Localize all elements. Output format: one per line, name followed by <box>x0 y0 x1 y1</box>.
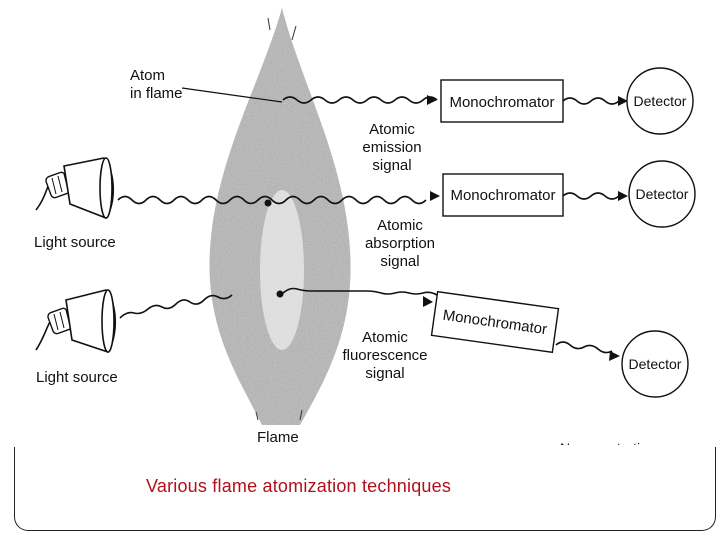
caption-text: Various flame atomization techniques <box>146 476 452 496</box>
detector-3: Detector <box>621 330 689 398</box>
lamp-icon <box>35 157 115 219</box>
atom-leader-line <box>181 87 283 103</box>
detector-3-label: Detector <box>629 356 682 372</box>
absorption-signal-label-1: Atomic <box>377 217 423 234</box>
emission-signal-label-1: Atomic <box>369 121 415 138</box>
lamp-icon <box>35 289 117 353</box>
monochromator-3: Monochromator <box>430 290 560 354</box>
monochromator-2: Monochromator <box>442 173 564 217</box>
atom-label-line1: Atom <box>130 67 165 84</box>
fluorescence-signal-label-3: signal <box>365 365 404 382</box>
flame-label: Flame <box>257 429 299 446</box>
light-source-2-label: Light source <box>36 369 118 386</box>
fluorescence-signal-label-2: fluorescence <box>342 347 427 364</box>
monochromator-1-label: Monochromator <box>449 94 554 111</box>
emission-beam <box>282 95 628 106</box>
atom-label-line2: in flame <box>130 85 183 102</box>
caption-frame <box>14 447 716 531</box>
detector-2: Detector <box>628 160 696 228</box>
absorption-signal-label-3: signal <box>380 253 419 270</box>
monochromator-2-label: Monochromator <box>450 187 555 204</box>
monochromator-1: Monochromator <box>440 79 564 123</box>
detector-2-label: Detector <box>636 186 689 202</box>
light-source-1-label: Light source <box>34 234 116 251</box>
detector-1: Detector <box>626 67 694 135</box>
emission-signal-label-2: emission <box>362 139 421 156</box>
fluorescence-signal-label-1: Atomic <box>362 329 408 346</box>
emission-signal-label-3: signal <box>372 157 411 174</box>
fluorescence-beam <box>119 287 620 361</box>
flame <box>209 8 351 425</box>
detector-1-label: Detector <box>634 93 687 109</box>
absorption-signal-label-2: absorption <box>365 235 435 252</box>
absorption-beam <box>117 191 628 207</box>
cut-off-text: Nonpenetrative <box>560 440 655 456</box>
